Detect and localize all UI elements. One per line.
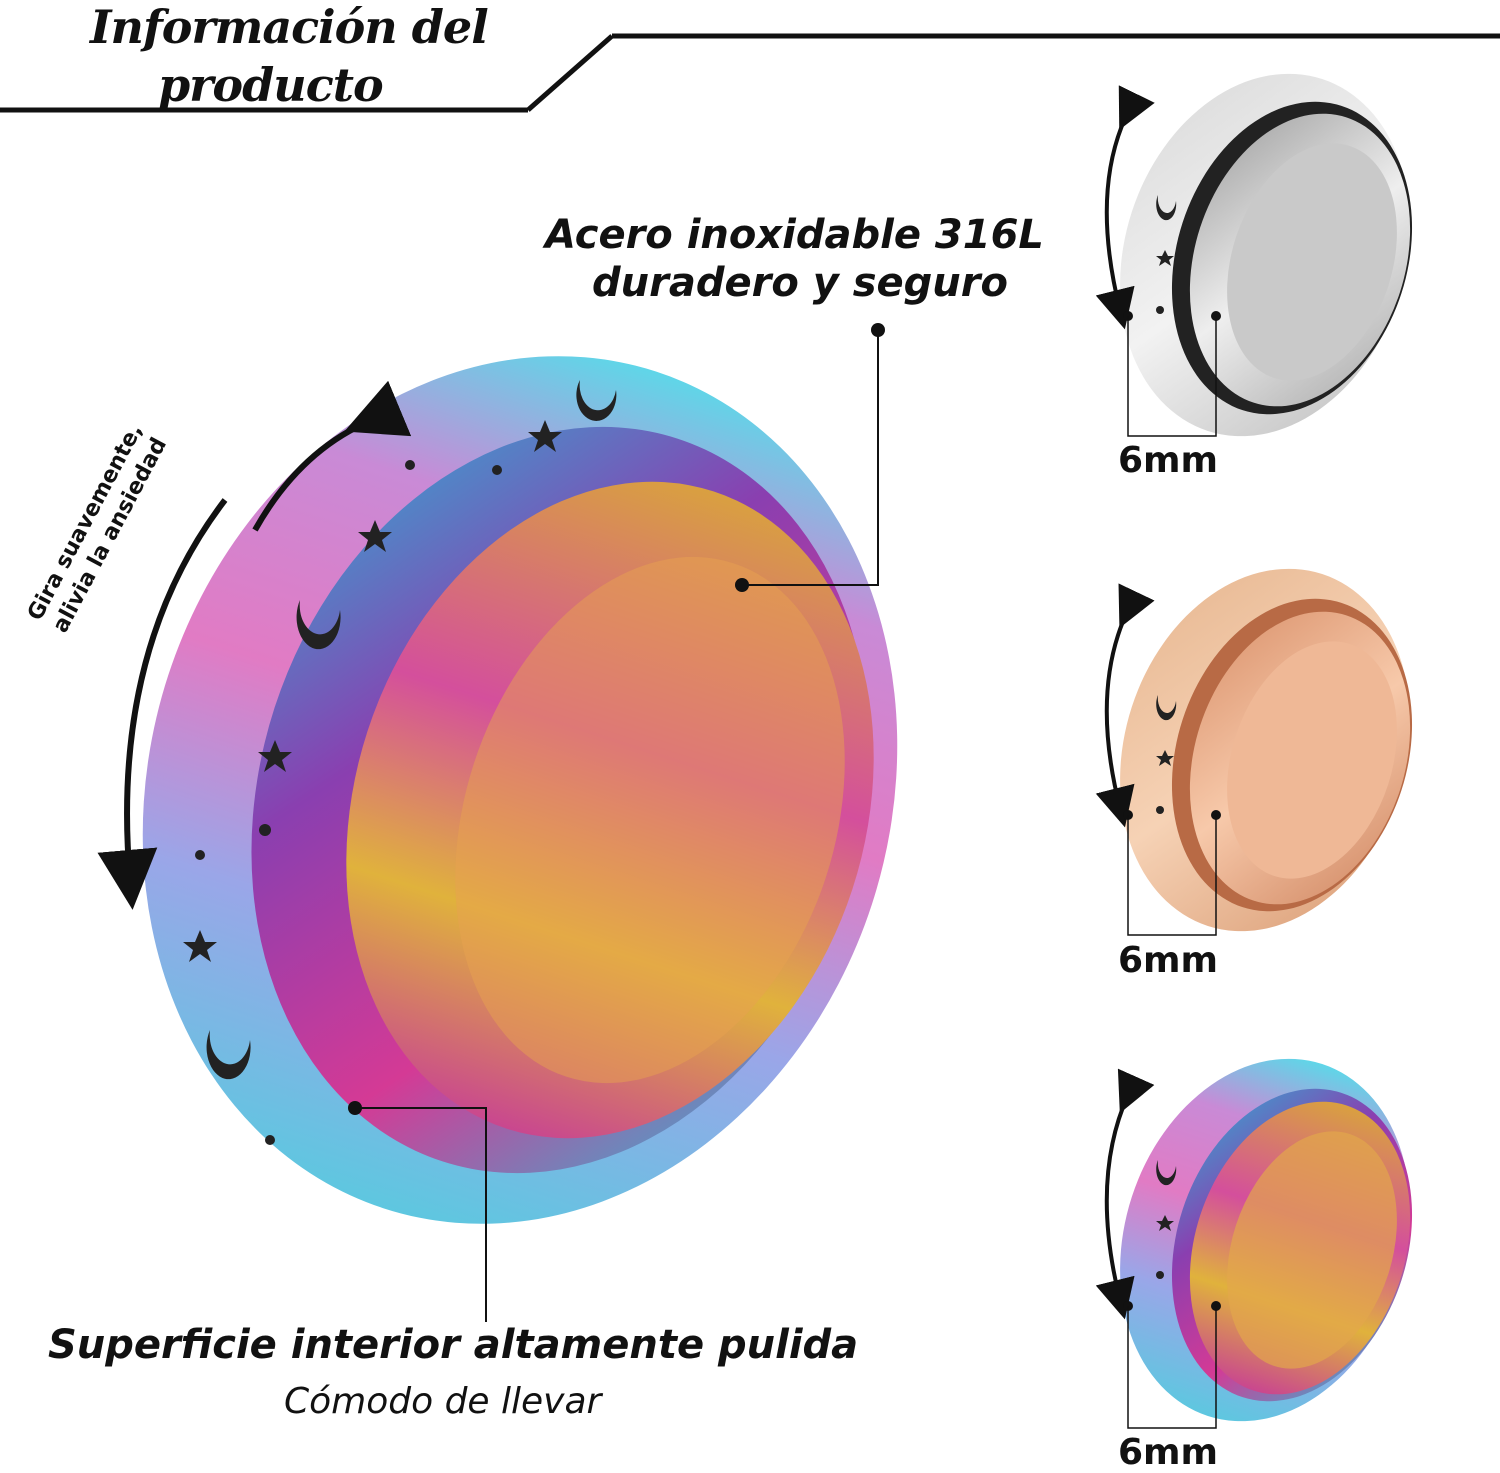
main-spin-arrow <box>97 380 412 910</box>
header-title-line2: producto <box>158 58 384 112</box>
surface-callout-title: Superficie interior altamente pulida <box>48 1322 859 1368</box>
material-leader <box>735 323 885 592</box>
ring-rose-gold <box>1095 568 1413 936</box>
material-callout-line1: Acero inoxidable 316L <box>545 212 1044 258</box>
engraving-marks <box>183 380 617 1145</box>
header-rule <box>0 33 1500 113</box>
width-label-rose-gold: 6mm <box>1118 940 1219 981</box>
surface-callout-subtitle: Cómodo de llevar <box>284 1381 602 1422</box>
ring-rainbow-small <box>1095 1058 1413 1429</box>
material-callout-line2: duradero y seguro <box>592 260 1008 306</box>
width-label-silver: 6mm <box>1118 440 1219 481</box>
ring-silver <box>1095 73 1413 437</box>
main-ring-rainbow <box>142 356 898 1224</box>
width-label-rainbow: 6mm <box>1118 1432 1219 1473</box>
surface-leader <box>348 1101 487 1322</box>
header-title-line1: Información del <box>90 0 489 54</box>
